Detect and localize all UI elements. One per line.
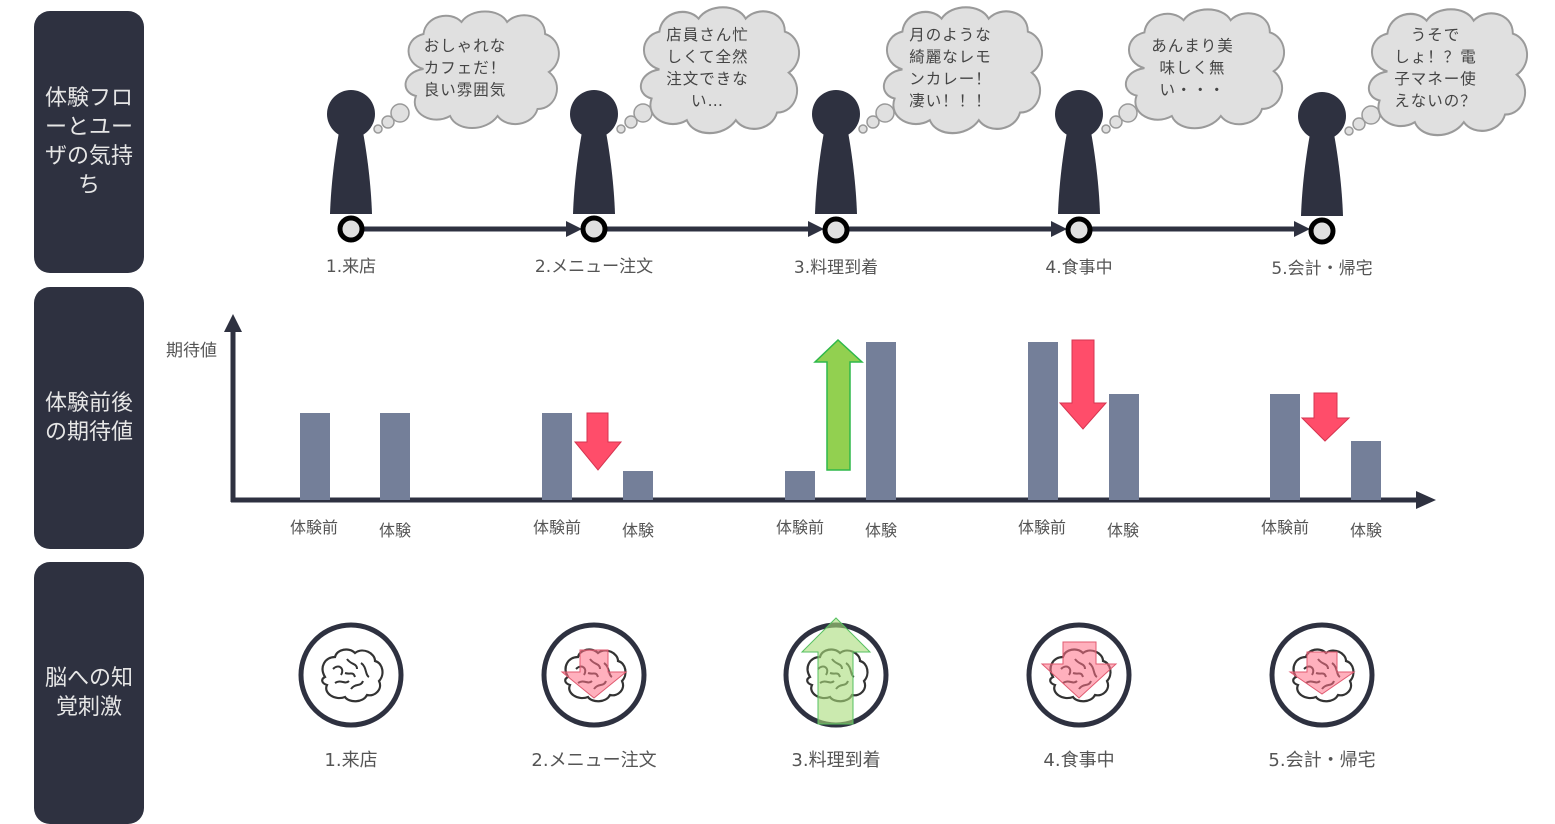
person-icon [327,90,375,214]
stimulus-step-label: 1.来店 [324,750,378,771]
bar-before-1 [300,413,330,500]
bar-label-after: 体験 [1106,521,1140,540]
down-arrow-icon [573,412,623,471]
y-axis-label: 期待値 [166,341,217,361]
thought-cloud-icon [1101,8,1286,134]
bar-label-before: 体験前 [1017,518,1067,537]
row-label-stimulus-text: 脳への知覚刺激 [44,666,133,720]
thought-text: 月のような 綺麗なレモ ンカレー！ 凄い！！！ [909,26,992,110]
bar-after-1 [380,413,410,500]
bar-label-before: 体験前 [1260,518,1310,537]
bar-after-5 [1351,441,1381,500]
brain-icon-neutral [298,622,404,728]
stimulus-step-label: 4.食事中 [1043,750,1115,771]
bar-before-4 [1028,342,1058,500]
timeline-step-label: 5.会計・帰宅 [1271,259,1373,279]
bar-label-after: 体験 [378,521,412,540]
bar-before-5 [1270,394,1300,500]
thought-cloud-icon [616,6,801,135]
bar-label-after: 体験 [1349,521,1383,540]
row-label-flow: 体験フローとユーザの気持ち [34,11,144,273]
timeline-node-icon [337,215,365,243]
thought-text: あんまり美 味しく無 い・・・ [1151,37,1234,99]
timeline-step-label: 2.メニュー注文 [534,257,654,277]
thought-text: うそで しょ！？電 子マネー使 えないの？ [1394,26,1477,110]
up-arrow-icon [813,338,864,471]
timeline-node-icon [822,216,850,244]
person-icon [1298,92,1346,216]
down-arrow-icon [1058,339,1108,430]
bar-after-4 [1109,394,1139,500]
x-axis [231,491,1436,509]
person-icon [1055,90,1103,214]
brain-icon-down [1026,622,1132,728]
bar-before-3 [785,471,815,500]
bar-after-3 [866,342,896,500]
thought-cloud-icon [1344,8,1529,137]
timeline-node-icon [1308,217,1336,245]
expectation-chart [224,314,1436,509]
timeline [362,221,1310,237]
down-arrow-icon [1300,392,1351,442]
person-icon [812,90,860,214]
brain-icon-down [541,622,647,728]
thought-text: おしゃれな カフェだ！ 良い雰囲気 [423,37,507,99]
bar-label-before: 体験前 [532,518,582,537]
bar-label-before: 体験前 [775,518,825,537]
thought-cloud-icon [373,10,560,134]
bar-before-2 [542,413,572,500]
bar-label-before: 体験前 [289,518,339,537]
bar-label-after: 体験 [864,521,898,540]
timeline-step-label: 1.来店 [325,257,377,277]
timeline-node-icon [1065,216,1093,244]
row-label-expectation: 体験前後の期待値 [34,287,144,549]
stimulus-step-label: 5.会計・帰宅 [1268,750,1376,771]
timeline-step-label: 4.食事中 [1045,258,1113,278]
bar-label-after: 体験 [621,521,655,540]
timeline-step-label: 3.料理到着 [793,258,879,278]
row-label-stimulus: 脳への知覚刺激 [34,562,144,824]
flow-graphics [327,6,1529,245]
row-label-flow-text: 体験フローとユーザの気持ち [44,86,133,198]
row-label-expectation-text: 体験前後の期待値 [44,391,133,445]
brain-icon-down [1269,622,1375,728]
brain-icon-up [783,617,889,728]
person-icon [570,90,618,214]
timeline-node-icon [580,215,608,243]
stimulus-step-label: 3.料理到着 [791,750,881,771]
thought-text: 店員さん忙 しくて全然 注文できな い… [666,26,749,110]
stimulus-step-label: 2.メニュー注文 [531,750,657,771]
thought-cloud-icon [858,6,1044,135]
y-axis [224,314,242,502]
brain-stimulus-graphics [298,617,1375,728]
bar-after-2 [623,471,653,500]
